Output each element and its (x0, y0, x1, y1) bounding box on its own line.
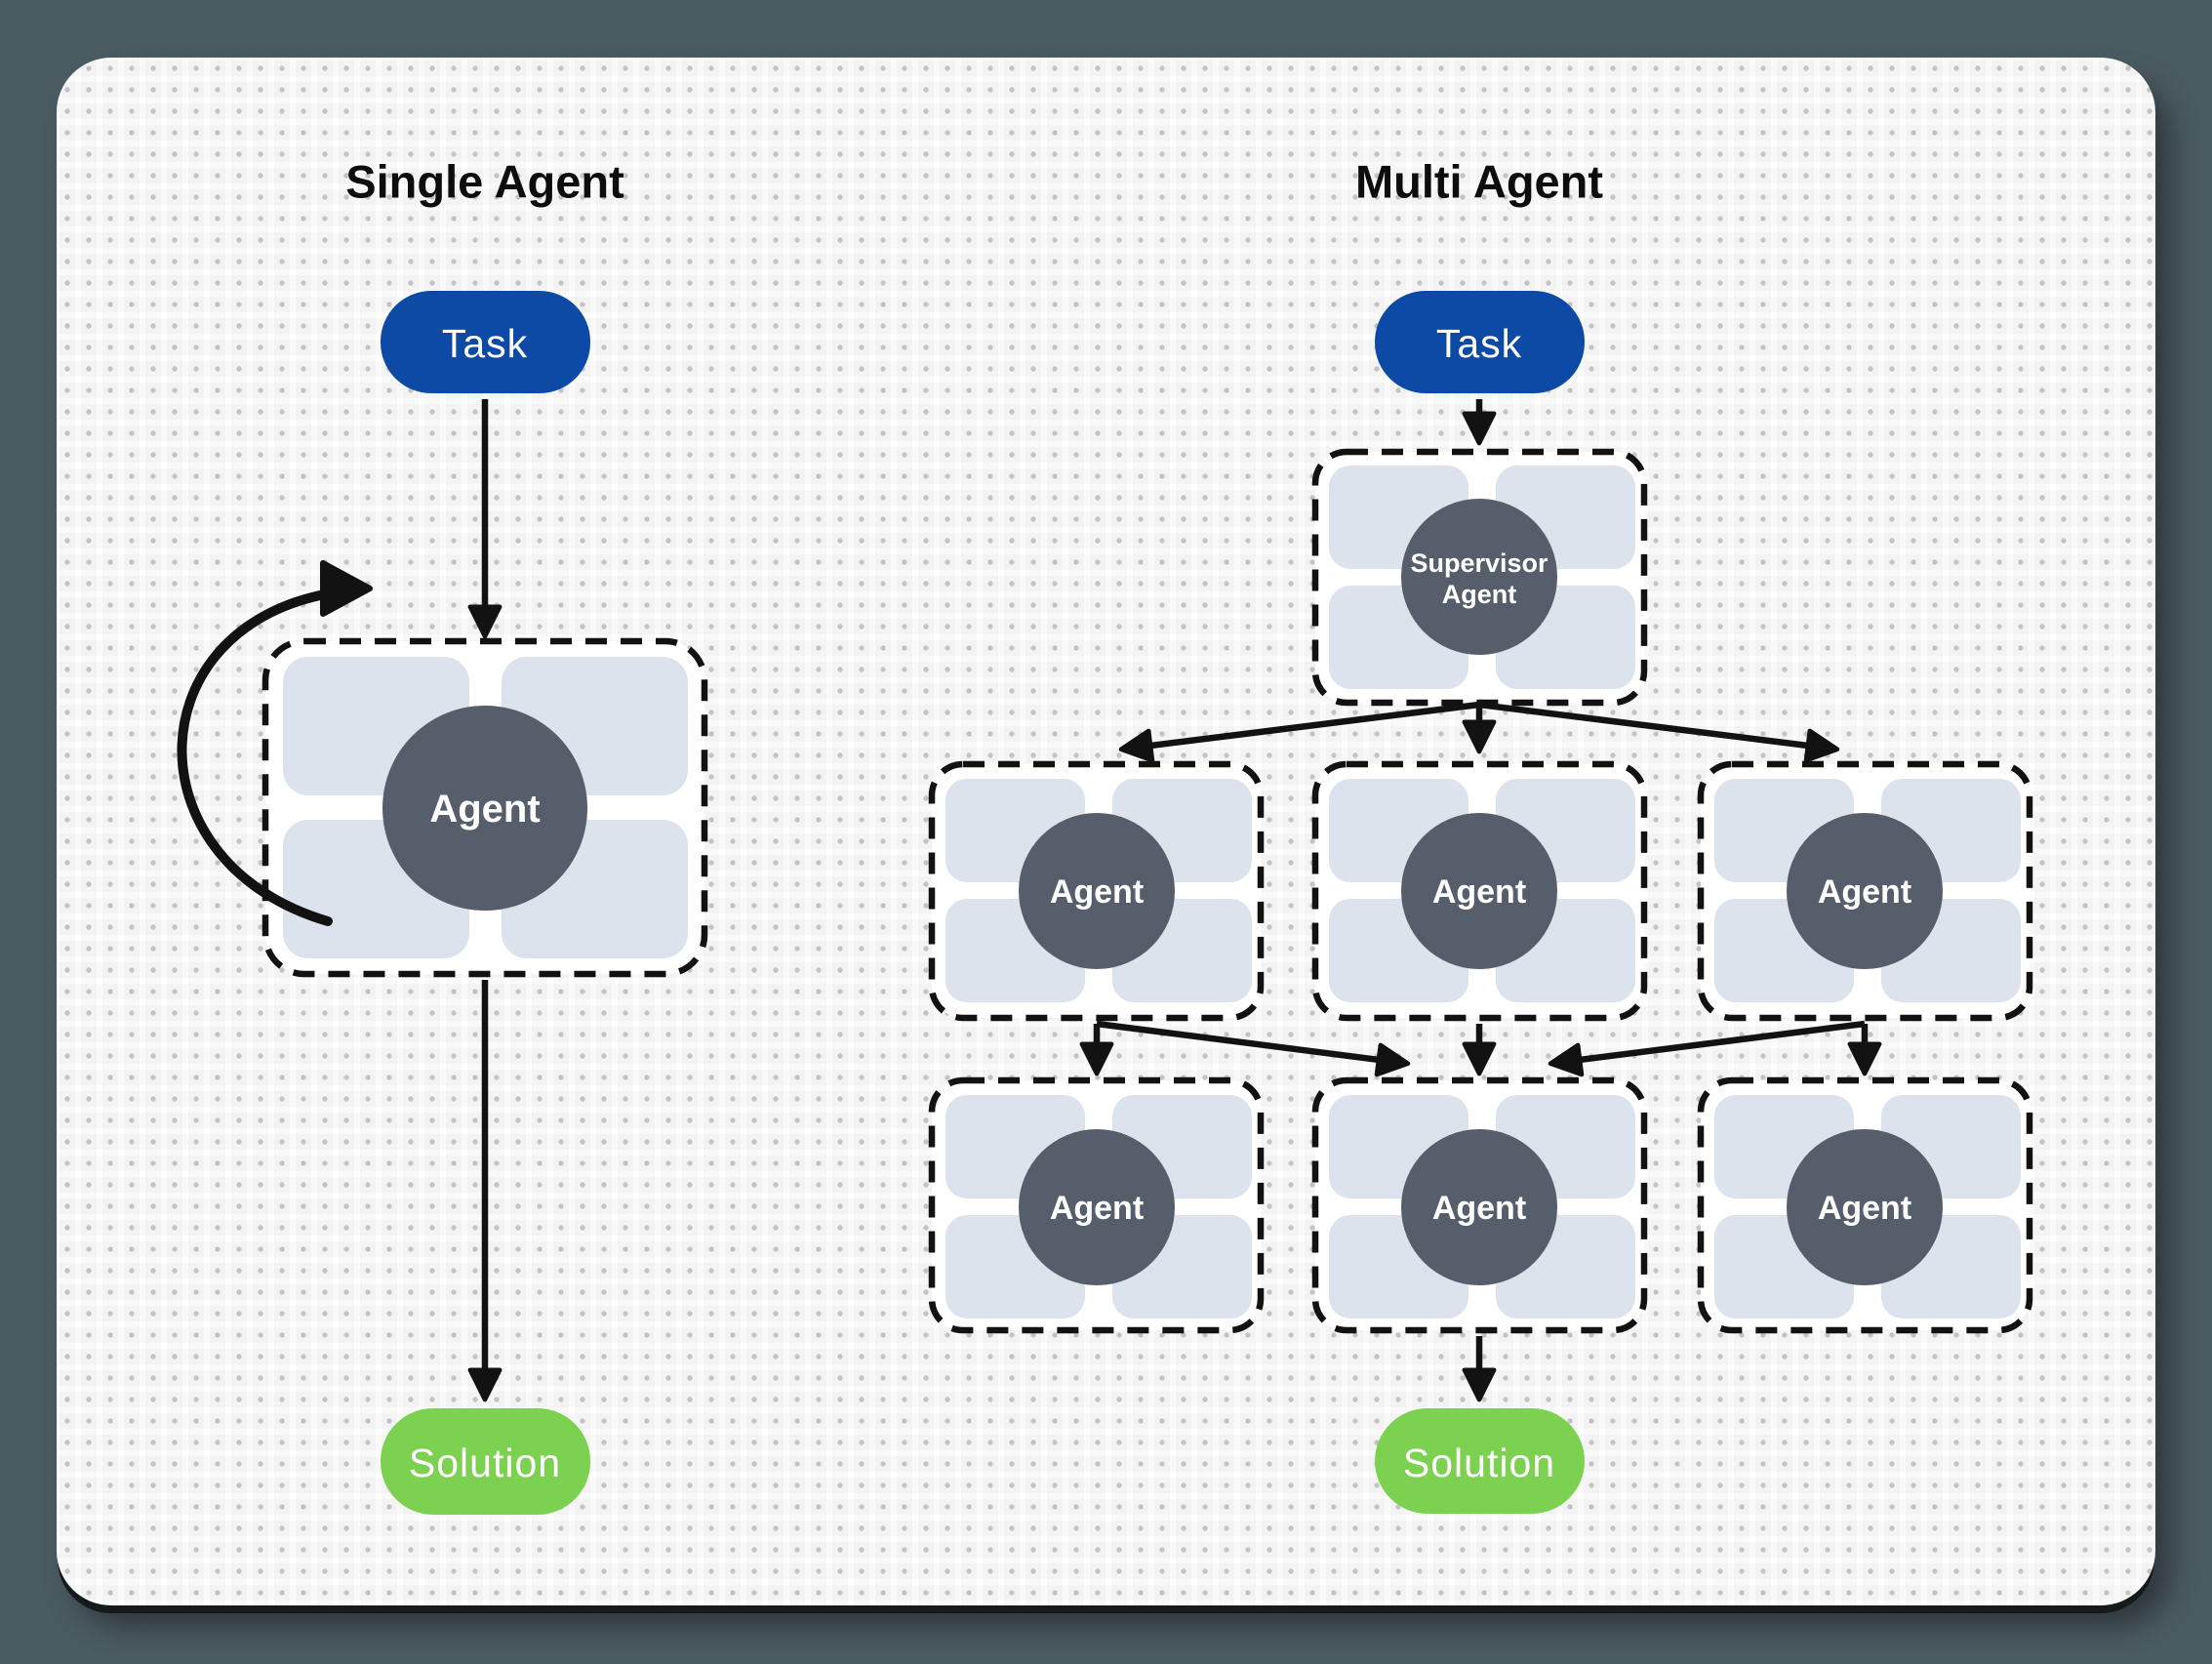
agent-circle (1401, 813, 1557, 969)
left-worker-to-center-arrow (1096, 1020, 1411, 1077)
agent-circle (1019, 1129, 1175, 1285)
supervisor-to-left-worker-arrow (1118, 701, 1480, 763)
task-label: Task (1436, 321, 1522, 366)
self-loop-arc (177, 590, 333, 926)
supervisor-node: Supervisor Agent (1311, 448, 1648, 707)
multi-agent-title: Multi Agent (1355, 156, 1603, 208)
worker-node-bottom-center: Agent (1311, 1076, 1648, 1334)
right-worker-to-center-arrow (1548, 1020, 1866, 1077)
self-loop-arrow (177, 560, 373, 926)
supervisor-to-right-worker-arrow (1478, 701, 1840, 763)
task-pill (381, 291, 590, 393)
solution-node-single: Solution (381, 1408, 590, 1515)
single-agent-title: Single Agent (345, 156, 624, 208)
solution-pill (1375, 1408, 1585, 1514)
supervisor-label-line1: Supervisor (1410, 548, 1548, 578)
worker-node-bottom-right: Agent (1697, 1076, 2033, 1334)
task-label: Task (442, 321, 528, 366)
solution-label: Solution (409, 1441, 561, 1485)
solution-label: Solution (1403, 1441, 1555, 1485)
agent-circle (1787, 1129, 1943, 1285)
agent-label: Agent (1050, 1190, 1144, 1227)
task-node-multi: Task (1375, 291, 1585, 393)
agent-circle (1787, 813, 1943, 969)
worker-node-top-left: Agent (928, 760, 1265, 1022)
agent-label: Agent (1432, 1190, 1526, 1227)
worker-node-top-center: Agent (1311, 760, 1648, 1022)
supervisor-label-line2: Agent (1442, 580, 1517, 609)
agent-label: Agent (1818, 873, 1911, 911)
worker-node-top-right: Agent (1697, 760, 2033, 1022)
supervisor-circle (1401, 499, 1557, 655)
solution-pill (381, 1408, 590, 1515)
worker-node-bottom-left: Agent (928, 1076, 1265, 1334)
agent-label: Agent (1818, 1190, 1911, 1227)
agent-circle (1401, 1129, 1557, 1285)
agent-node-single: Agent (261, 637, 708, 978)
solution-node-multi: Solution (1375, 1408, 1585, 1514)
task-node-single: Task (381, 291, 590, 393)
multi-agent-diagram: Multi Agent Task Supervisor Agent (928, 156, 2033, 1514)
single-agent-diagram: Single Agent Task Agent Solution (177, 156, 708, 1515)
agent-label: Agent (1050, 873, 1144, 911)
self-loop-arrowhead-icon (320, 560, 373, 617)
agent-circle (382, 706, 587, 911)
task-pill (1375, 291, 1585, 393)
agent-label: Agent (1432, 873, 1526, 911)
agent-circle (1019, 813, 1175, 969)
agent-label: Agent (429, 788, 540, 831)
